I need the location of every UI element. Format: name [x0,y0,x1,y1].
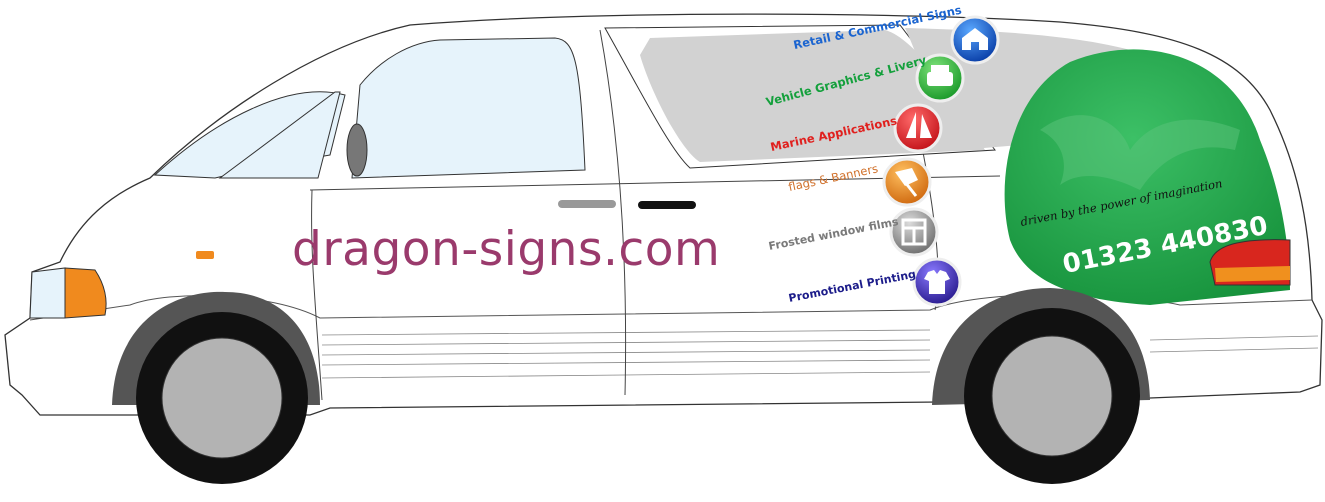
dragon-graphic [1004,49,1290,305]
door-handle-sliding [638,201,696,209]
indicator-light [196,251,214,259]
headlight-indicator [64,267,107,319]
flag-icon [882,157,932,207]
door-handle-front [558,200,616,208]
tshirt-icon [912,257,962,307]
window-icon [889,207,939,257]
tail-light-amber [1215,266,1290,282]
service-icons [882,15,1000,307]
front-wheel [112,291,320,484]
house-icon [950,15,1000,65]
headlight [29,267,66,319]
website-text: dragon-signs.com [292,222,721,277]
car-icon [915,53,965,103]
rear-wheel [932,288,1150,484]
sailboat-icon [893,103,943,153]
